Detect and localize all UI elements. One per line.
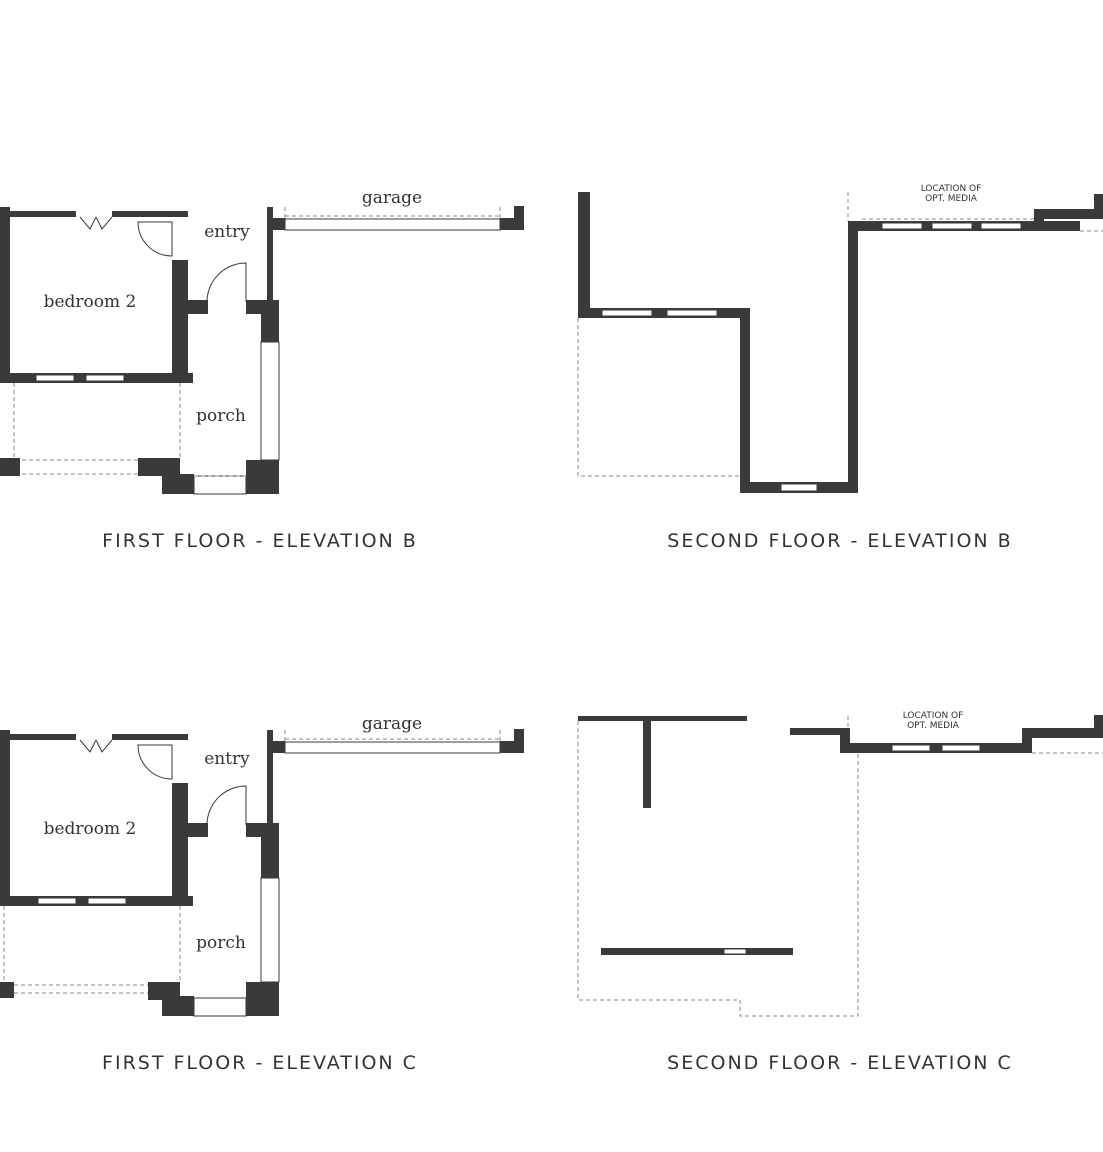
media-note-line-2: OPT. MEDIA	[925, 194, 978, 204]
wall	[138, 458, 180, 476]
wall	[112, 734, 188, 740]
wall	[273, 218, 285, 230]
porch-outline	[13, 383, 246, 477]
wall	[261, 300, 279, 342]
garage-outline	[284, 730, 501, 741]
room-label-porch: porch	[196, 406, 246, 426]
door-swing	[137, 221, 173, 257]
wall	[172, 260, 188, 383]
plan-caption: SECOND FLOOR - ELEVATION B	[667, 530, 1012, 552]
first-floor-elevation-c-plan: garage entry bedroom 2 porch FIRST FLOOR…	[0, 714, 524, 1074]
door-swing	[79, 739, 113, 753]
porch-column	[260, 877, 280, 983]
media-note-line-2: OPT. MEDIA	[907, 721, 960, 731]
window	[723, 948, 747, 955]
wall	[514, 206, 524, 230]
wall	[840, 728, 850, 753]
porch-column	[260, 341, 280, 461]
wall	[246, 460, 279, 494]
wall	[172, 783, 188, 906]
window	[87, 897, 127, 905]
wall	[1022, 728, 1032, 753]
wall	[840, 743, 1030, 753]
wall	[112, 211, 188, 217]
wall	[178, 823, 208, 837]
wall	[643, 718, 651, 808]
door-swing	[206, 785, 247, 826]
window	[980, 222, 1022, 230]
wall	[578, 192, 590, 318]
media-note-line-1: LOCATION OF	[921, 184, 982, 194]
room-label-garage: garage	[362, 188, 422, 208]
threshold	[193, 475, 247, 495]
wall	[740, 308, 750, 493]
window	[666, 309, 718, 317]
window	[891, 744, 931, 752]
media-note-line-1: LOCATION OF	[903, 711, 964, 721]
first-floor-elevation-b-plan: garage entry bedroom 2 porch FIRST FLOOR…	[0, 188, 524, 552]
window	[941, 744, 981, 752]
threshold	[193, 997, 247, 1017]
wall	[578, 308, 750, 318]
wall	[1034, 209, 1044, 231]
wall	[178, 300, 208, 314]
room-label-porch: porch	[196, 933, 246, 953]
wall	[0, 211, 76, 217]
wall	[0, 458, 20, 476]
door-swing	[137, 744, 173, 780]
wall	[162, 474, 194, 494]
garage-door	[284, 741, 501, 754]
garage-outline	[284, 207, 501, 218]
window	[931, 222, 973, 230]
wall	[0, 982, 14, 998]
room-label-garage: garage	[362, 714, 422, 734]
wall	[0, 207, 10, 383]
window	[881, 222, 923, 230]
wall	[273, 741, 285, 753]
wall	[1094, 715, 1103, 738]
plan-caption: SECOND FLOOR - ELEVATION C	[667, 1052, 1013, 1074]
second-floor-elevation-b-plan: LOCATION OF OPT. MEDIA SECOND FLOOR - EL…	[577, 184, 1103, 552]
wall	[162, 996, 194, 1016]
room-label-entry: entry	[204, 222, 250, 242]
wall	[1022, 728, 1103, 738]
plan-caption: FIRST FLOOR - ELEVATION C	[102, 1052, 418, 1074]
wall	[1034, 209, 1103, 219]
wall	[0, 730, 10, 906]
room-label-bedroom-2: bedroom 2	[44, 292, 137, 312]
roof-outline	[577, 716, 1103, 1017]
window	[85, 374, 125, 382]
plan-caption: FIRST FLOOR - ELEVATION B	[102, 530, 418, 552]
wall	[267, 730, 273, 825]
second-floor-elevation-c-plan: LOCATION OF OPT. MEDIA SECOND FLOOR - EL…	[577, 711, 1103, 1074]
wall	[601, 948, 793, 955]
roof-outline	[577, 192, 1103, 477]
wall	[267, 207, 273, 302]
wall	[261, 823, 279, 878]
garage-door	[284, 218, 501, 231]
window	[35, 374, 75, 382]
wall	[148, 982, 180, 1000]
wall	[848, 221, 858, 493]
window	[601, 309, 653, 317]
window	[780, 483, 818, 492]
wall	[790, 728, 848, 735]
wall	[246, 982, 279, 1016]
window	[37, 897, 77, 905]
porch-outline	[3, 906, 181, 994]
wall	[1094, 194, 1103, 219]
room-label-entry: entry	[204, 749, 250, 769]
wall	[0, 734, 76, 740]
wall	[578, 716, 747, 721]
door-swing	[206, 262, 247, 303]
door-swing	[79, 216, 113, 230]
wall	[514, 729, 524, 753]
room-label-bedroom-2: bedroom 2	[44, 819, 137, 839]
